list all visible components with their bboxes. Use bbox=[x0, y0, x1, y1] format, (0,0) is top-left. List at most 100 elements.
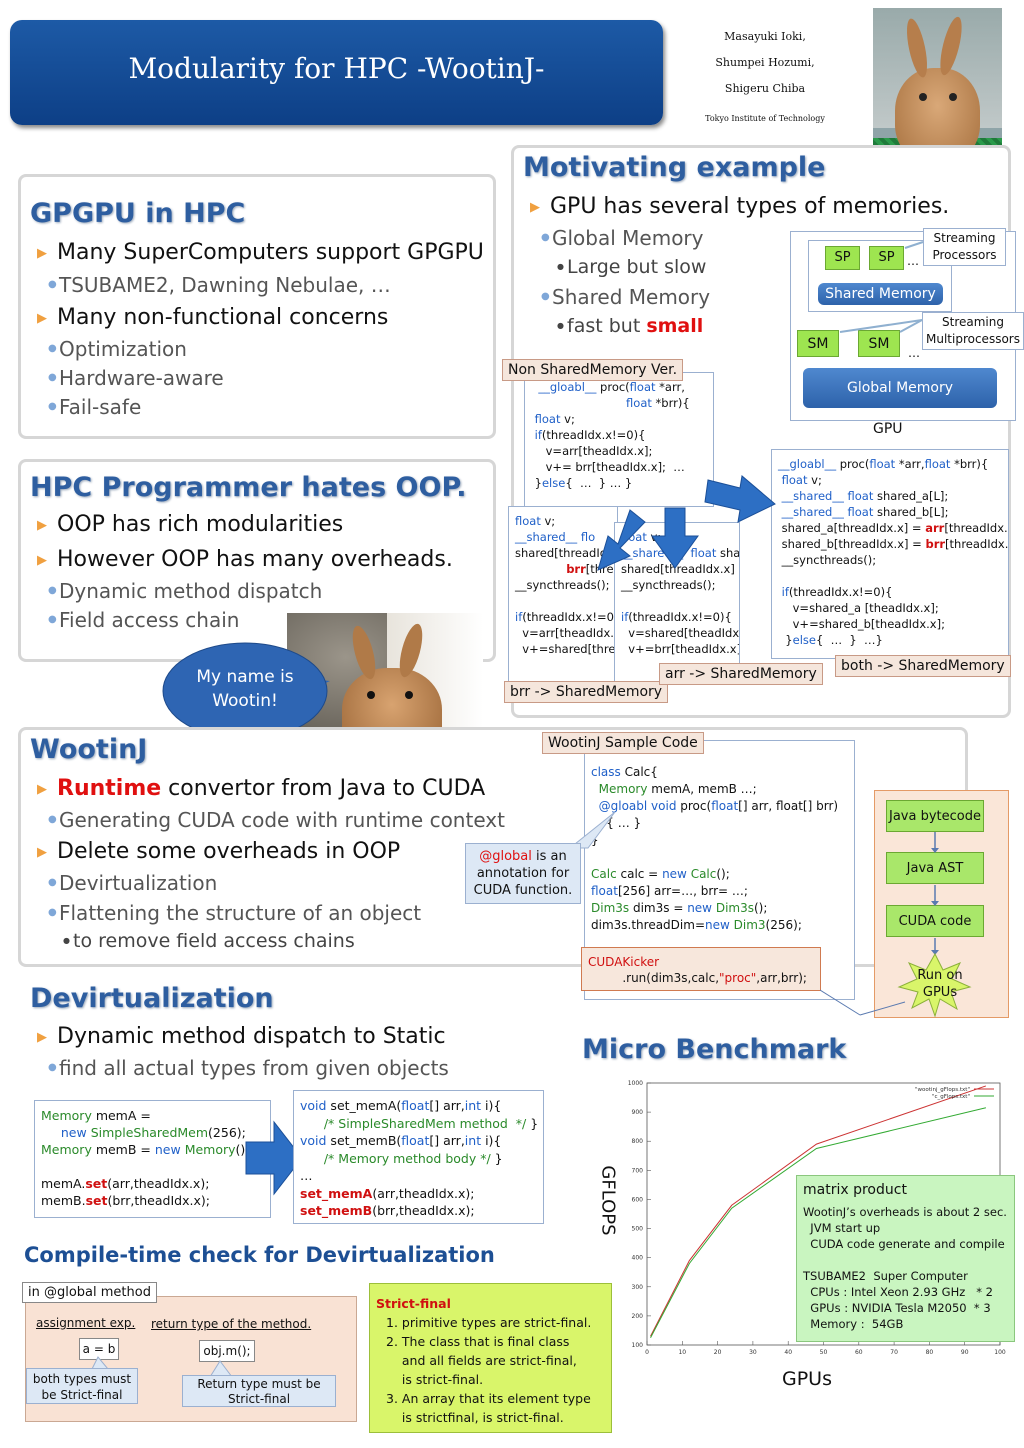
hates-sub-1: Dynamic method dispatch bbox=[48, 579, 322, 603]
motivating-bullet-1: GPU has several types of memories. bbox=[530, 194, 949, 219]
global-memory-box: Global Memory bbox=[803, 368, 997, 408]
sm-box-2: SM bbox=[858, 330, 900, 357]
gpgpu-sub-3: Hardware-aware bbox=[48, 366, 224, 390]
y-tick-label: 900 bbox=[632, 1109, 644, 1116]
devirt-code-left: Memory memA = new SimpleSharedMem(256); … bbox=[34, 1100, 271, 1218]
bench-info-line-6: CPUs : Intel Xeon 2.93 GHz * 2 bbox=[803, 1285, 993, 1299]
gpgpu-bullet-2: Many non-functional concerns bbox=[37, 305, 388, 330]
x-tick-label: 70 bbox=[890, 1349, 898, 1356]
bench-info-line-3: CUDA code generate and compile bbox=[803, 1237, 1005, 1251]
flow-java-ast: Java AST bbox=[886, 852, 984, 884]
callout-red: @global bbox=[479, 849, 532, 864]
tag-arr: arr -> SharedMemory bbox=[659, 663, 823, 685]
tag-non-shared: Non SharedMemory Ver. bbox=[502, 359, 684, 381]
series-line-2 bbox=[650, 1107, 986, 1338]
gpgpu-bullet-1: Many SuperComputers support GPGPU bbox=[37, 240, 484, 265]
flow-run-on-gpus: Run on GPUs bbox=[917, 968, 963, 1000]
y-tick-label: 400 bbox=[632, 1255, 644, 1262]
compile-title: Compile-time check for Devirtualization bbox=[24, 1243, 495, 1267]
bench-info-line-7: GPUs : NVIDIA Tesla M2050 * 3 bbox=[803, 1301, 991, 1315]
rabbit-photo-top bbox=[873, 8, 1002, 190]
title-banner: Modularity for HPC -WootinJ- bbox=[10, 20, 663, 125]
x-tick-label: 20 bbox=[714, 1349, 722, 1356]
code-both-shared: __gloabl__ proc(float *arr,float *brr){ … bbox=[771, 449, 1009, 659]
cudakicker-code: CUDAKicker .run(dim3s,calc,"proc",arr,br… bbox=[581, 947, 821, 991]
hates-title: HPC Programmer hates OOP. bbox=[30, 472, 467, 503]
bench-title: Micro Benchmark bbox=[582, 1034, 847, 1065]
objm-expr: obj.m(); bbox=[199, 1340, 255, 1362]
motivating-global: Global Memory bbox=[541, 226, 703, 250]
transform-arrows bbox=[597, 475, 776, 571]
x-tick-label: 80 bbox=[926, 1349, 934, 1356]
strict-item-3: and all fields are strict-final, bbox=[386, 1353, 577, 1368]
page-title: Modularity for HPC -WootinJ- bbox=[128, 52, 545, 85]
chart-xlabel: GPUs bbox=[782, 1368, 832, 1390]
devirt-code-right: void set_memA(float[] arr,int i){ /* Sim… bbox=[293, 1090, 544, 1224]
streaming-multiprocessors-label: Streaming Multiprocessors bbox=[922, 312, 1024, 350]
bench-info-line-1: WootinJ’s overheads is about 2 sec. bbox=[803, 1205, 1007, 1219]
affiliation: Tokyo Institute of Technology bbox=[705, 114, 825, 123]
runtime-rest: convertor from Java to CUDA bbox=[161, 776, 486, 801]
wootinj-title: WootinJ bbox=[30, 734, 148, 765]
shared-memory-box: Shared Memory bbox=[818, 283, 943, 305]
hates-bullet-2: However OOP has many overheads. bbox=[37, 547, 453, 572]
runtime-word: Runtime bbox=[57, 776, 162, 801]
legend-label-2: "c_gFlops.txt" bbox=[932, 1094, 970, 1100]
author-1: Masayuki Ioki, bbox=[724, 30, 806, 43]
devirt-arrow bbox=[245, 1120, 303, 1196]
x-tick-label: 10 bbox=[678, 1349, 686, 1356]
bench-info-line-5: TSUBAME2 Super Computer bbox=[803, 1269, 968, 1283]
global-callout: @global is an annotation for CUDA functi… bbox=[465, 843, 581, 904]
code-brr-shared: float v; __shared__ flo shared[threadIdx… bbox=[508, 506, 618, 686]
devirt-bullet-1: Dynamic method dispatch to Static bbox=[37, 1024, 446, 1049]
flow-java-bytecode: Java bytecode bbox=[886, 800, 984, 832]
note-both-types: both types must be Strict-final bbox=[26, 1368, 138, 1404]
strict-item-2: 2. The class that is final class bbox=[386, 1334, 570, 1349]
wootinj-sub-2: Devirtualization bbox=[48, 871, 217, 895]
legend-label-1: "wootinj_gFlops.txt" bbox=[915, 1087, 970, 1093]
wootinj-sub-3: Flattening the structure of an object bbox=[48, 901, 421, 925]
x-tick-label: 60 bbox=[855, 1349, 863, 1356]
devirt-sub-1: find all actual types from given objects bbox=[48, 1056, 449, 1080]
sp-dots: … bbox=[907, 254, 919, 268]
strict-item-5: 3. An array that its element type bbox=[386, 1391, 591, 1406]
wootinj-subsub: to remove field access chains bbox=[63, 930, 355, 952]
note-return-type: Return type must be Strict-final bbox=[182, 1375, 336, 1407]
gpgpu-sub-4: Fail-safe bbox=[48, 395, 141, 419]
wootinj-bullet-1: Runtime convertor from Java to CUDA bbox=[37, 776, 486, 801]
x-tick-label: 0 bbox=[645, 1349, 649, 1356]
sm-dots: … bbox=[908, 346, 920, 360]
x-tick-label: 50 bbox=[820, 1349, 828, 1356]
author-2: Shumpei Hozumi, bbox=[715, 56, 815, 69]
y-tick-label: 500 bbox=[632, 1226, 644, 1233]
sp-box-1: SP bbox=[825, 246, 860, 270]
strict-final-box: Strict-final 1. primitive types are stri… bbox=[369, 1283, 612, 1433]
strict-item-6: is strictfinal, is strict-final. bbox=[386, 1410, 564, 1425]
motivating-shared-sub: fast but small bbox=[557, 315, 704, 337]
y-tick-label: 700 bbox=[632, 1167, 644, 1174]
motivating-shared: Shared Memory bbox=[541, 285, 710, 309]
assign-label: assignment exp. bbox=[36, 1316, 136, 1330]
y-tick-label: 300 bbox=[632, 1284, 644, 1291]
compile-tag: in @global method bbox=[22, 1282, 157, 1303]
flow-cuda-code: CUDA code bbox=[886, 905, 984, 937]
strict-item-1: 1. primitive types are strict-final. bbox=[386, 1315, 592, 1330]
callout-rest: is an annotation for CUDA function. bbox=[473, 849, 573, 898]
flow-arrows bbox=[820, 832, 972, 1018]
speech-bubble bbox=[162, 642, 330, 740]
bench-info-line-8: Memory : 54GB bbox=[803, 1317, 904, 1331]
motivating-global-sub: Large but slow bbox=[557, 256, 706, 278]
strict-final-title: Strict-final bbox=[376, 1296, 451, 1311]
bench-info-line-2: JVM start up bbox=[803, 1221, 881, 1235]
shared-sub-small: small bbox=[646, 315, 704, 337]
devirt-title: Devirtualization bbox=[30, 983, 274, 1014]
wootinj-sample-tag: WootinJ Sample Code bbox=[542, 732, 704, 754]
bubble-text: My name is Wootin! bbox=[196, 667, 294, 711]
chart-ylabel: GFLOPS bbox=[597, 1165, 619, 1236]
wootinj-bullet-2: Delete some overheads in OOP bbox=[37, 839, 400, 864]
x-tick-label: 30 bbox=[749, 1349, 757, 1356]
code-non-shared: __gloabl__ proc(float *arr, float *brr){… bbox=[524, 372, 714, 507]
y-tick-label: 600 bbox=[632, 1196, 644, 1203]
bench-info-title: matrix product bbox=[803, 1182, 907, 1198]
streaming-processors-label: Streaming Processors bbox=[923, 228, 1006, 266]
